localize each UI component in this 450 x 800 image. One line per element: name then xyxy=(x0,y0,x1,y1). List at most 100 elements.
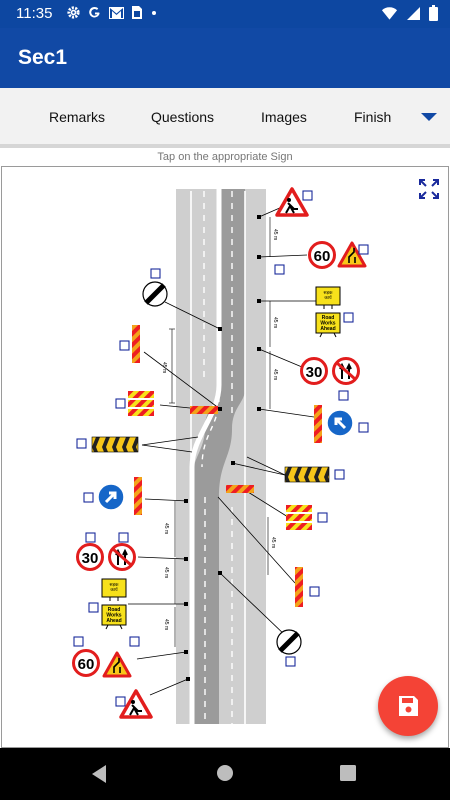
tab-divider xyxy=(0,144,450,148)
instruction-text: Tap on the appropriate Sign xyxy=(157,151,293,163)
checkbox[interactable] xyxy=(73,636,84,647)
hindi-sign-bottom[interactable]: सड़क कार्य xyxy=(101,578,127,601)
back-icon[interactable] xyxy=(90,764,108,784)
road-works-ahead-sign-bottom[interactable]: Road Works Ahead xyxy=(101,604,127,630)
dimension-label: 45 m xyxy=(272,369,278,380)
battery-icon xyxy=(429,5,438,21)
speed-limit-30-sign-top[interactable]: 30 xyxy=(300,357,328,385)
checkbox[interactable] xyxy=(115,696,126,707)
road-works-ahead-sign-top[interactable]: Road Works Ahead xyxy=(315,312,341,338)
checkbox[interactable] xyxy=(76,438,87,449)
svg-text:Works: Works xyxy=(320,321,335,327)
svg-text:60: 60 xyxy=(314,248,331,265)
checkbox[interactable] xyxy=(343,312,354,323)
end-restriction-sign-top[interactable] xyxy=(142,281,168,307)
road-narrows-sign-bottom[interactable] xyxy=(102,651,132,678)
men-at-work-sign-top[interactable] xyxy=(275,187,309,217)
checkbox[interactable] xyxy=(338,390,349,401)
tab-images[interactable]: Images xyxy=(261,109,307,125)
svg-text:Road: Road xyxy=(322,315,335,321)
dot-icon xyxy=(152,11,156,15)
checkbox[interactable] xyxy=(302,190,313,201)
gear-icon xyxy=(67,6,80,19)
keep-left-sign[interactable] xyxy=(326,409,354,437)
hindi-sign-top[interactable]: सड़क कार्य xyxy=(315,286,341,309)
svg-text:Road: Road xyxy=(108,607,121,613)
vertical-barrier-left-top[interactable] xyxy=(132,325,140,363)
checkbox[interactable] xyxy=(119,340,130,351)
svg-text:Ahead: Ahead xyxy=(106,618,121,624)
end-restriction-sign-bottom[interactable] xyxy=(276,629,302,655)
checkbox[interactable] xyxy=(150,268,161,279)
svg-text:60: 60 xyxy=(78,656,95,673)
speed-limit-30-sign-bottom[interactable]: 30 xyxy=(76,543,104,571)
checkbox[interactable] xyxy=(118,532,129,543)
save-button[interactable] xyxy=(378,676,438,736)
checkbox[interactable] xyxy=(358,422,369,433)
svg-text:कार्य: कार्य xyxy=(324,294,332,301)
checkbox[interactable] xyxy=(358,244,369,255)
keep-right-sign[interactable] xyxy=(97,483,125,511)
home-icon[interactable] xyxy=(216,764,234,782)
no-overtaking-sign-bottom[interactable] xyxy=(108,543,136,571)
road-barrier-bottom[interactable] xyxy=(226,485,254,493)
tab-bar: Remarks Questions Images Finish xyxy=(0,88,450,144)
speed-limit-60-sign-top[interactable]: 60 xyxy=(308,241,336,269)
traffic-diagram: 45 m 45 m 45 m 45 m 45 m 45 m 45 m 45 m xyxy=(1,166,449,748)
checkbox[interactable] xyxy=(309,586,320,597)
checkbox[interactable] xyxy=(115,398,126,409)
svg-text:30: 30 xyxy=(306,364,323,381)
chevron-down-icon[interactable] xyxy=(420,112,438,122)
chevron-board-right[interactable] xyxy=(284,466,330,483)
men-at-work-sign-bottom[interactable] xyxy=(119,689,153,719)
road-barrier-top[interactable] xyxy=(190,406,218,414)
app-bar: Sec1 xyxy=(0,28,450,88)
vertical-barrier-left-mid[interactable] xyxy=(134,477,142,515)
page-title: Sec1 xyxy=(18,46,68,69)
dimension-label: 45 m xyxy=(272,317,278,328)
dimension-label: 45 m xyxy=(163,619,169,630)
vertical-barrier-right-bottom[interactable] xyxy=(295,567,303,607)
road xyxy=(176,189,266,724)
chevron-board-left[interactable] xyxy=(91,436,139,453)
checkbox[interactable] xyxy=(274,264,285,275)
stacked-barrier-right[interactable] xyxy=(286,505,312,530)
dimension-label: 45 m xyxy=(270,537,276,548)
checkbox[interactable] xyxy=(83,492,94,503)
svg-text:सड़क: सड़क xyxy=(324,291,333,296)
dimension-label: 45 m xyxy=(163,567,169,578)
svg-text:कार्य: कार्य xyxy=(110,586,118,593)
sign-position-markers xyxy=(184,215,261,681)
gmail-icon xyxy=(109,6,124,19)
svg-text:30: 30 xyxy=(82,550,99,567)
checkbox[interactable] xyxy=(285,656,296,667)
dimension-label: 45 m xyxy=(163,523,169,534)
checkbox[interactable] xyxy=(88,602,99,613)
checkbox[interactable] xyxy=(334,469,345,480)
stacked-barrier-left[interactable] xyxy=(128,391,154,416)
sim-icon xyxy=(132,6,142,19)
recents-icon[interactable] xyxy=(340,765,356,781)
fullscreen-icon[interactable] xyxy=(419,179,439,199)
svg-text:Works: Works xyxy=(106,613,121,619)
status-time: 11:35 xyxy=(16,5,53,22)
status-bar: 11:35 xyxy=(0,0,450,28)
wifi-icon xyxy=(381,6,398,20)
checkbox[interactable] xyxy=(317,512,328,523)
tab-finish[interactable]: Finish xyxy=(354,109,392,125)
dimension-lines-right: 45 m 45 m 45 m 45 m xyxy=(267,217,278,575)
save-icon xyxy=(399,696,418,716)
system-nav-bar xyxy=(0,748,450,800)
tab-remarks[interactable]: Remarks xyxy=(49,109,106,125)
dimension-label: 45 m xyxy=(272,229,278,240)
checkbox[interactable] xyxy=(129,636,140,647)
dimension-label: 45 m xyxy=(161,362,167,373)
checkbox[interactable] xyxy=(85,532,96,543)
google-icon xyxy=(89,6,100,18)
signal-icon xyxy=(407,6,420,20)
vertical-barrier-right-top[interactable] xyxy=(314,405,322,443)
svg-text:सड़क: सड़क xyxy=(110,583,119,588)
tab-questions[interactable]: Questions xyxy=(151,109,215,125)
speed-limit-60-sign-bottom[interactable]: 60 xyxy=(72,649,100,677)
no-overtaking-sign-top[interactable] xyxy=(332,357,360,385)
